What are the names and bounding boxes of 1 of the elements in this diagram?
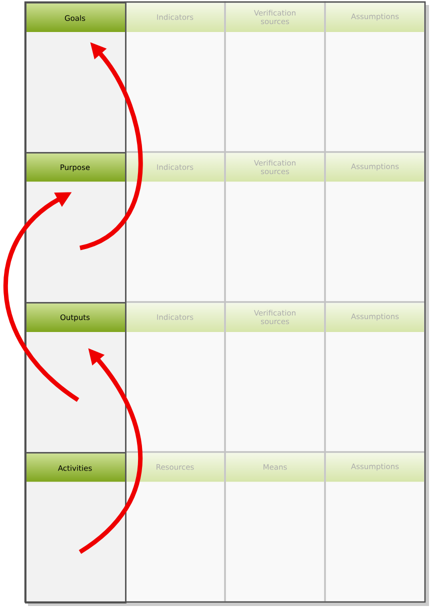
curved-arrow <box>4 192 80 402</box>
